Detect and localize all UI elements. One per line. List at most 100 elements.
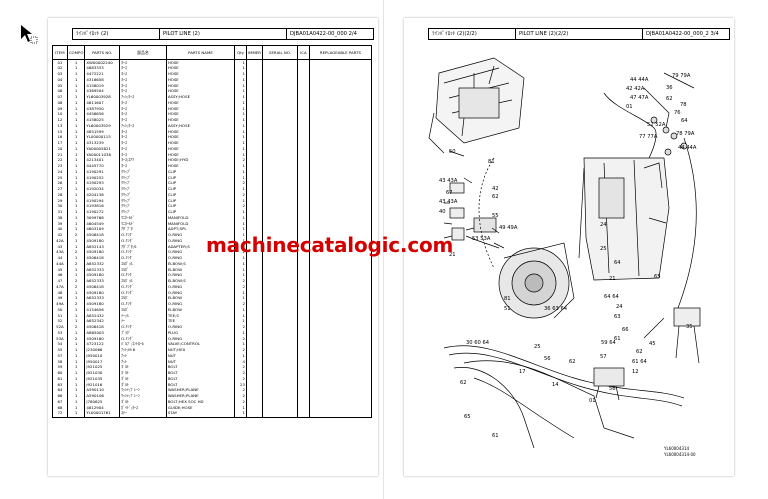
table-cell: ASSY;HOSE <box>165 94 236 101</box>
table-cell: HOSE <box>165 71 236 78</box>
callout: 21 <box>449 252 456 258</box>
table-cell: 48 <box>52 290 68 296</box>
table-cell <box>262 341 298 348</box>
table-cell: 01 <box>52 59 68 66</box>
table-cell <box>308 249 373 256</box>
pilot-line-exploded-diagram: 44 44A 79 79A 42 42A 47 47A 01 36 62 52 … <box>428 57 701 449</box>
table-cell <box>245 272 264 279</box>
table-cell: 1 <box>234 410 247 418</box>
table-cell: O-RING <box>165 301 236 308</box>
table-cell <box>262 157 298 164</box>
table-cell <box>262 318 298 325</box>
table-cell <box>262 370 298 377</box>
table-cell <box>245 278 264 285</box>
callout: 43 43A <box>439 199 458 205</box>
table-cell <box>308 261 373 267</box>
table-cell <box>262 59 298 66</box>
table-cell <box>245 186 264 193</box>
table-cell <box>308 77 373 83</box>
table-cell: 43 <box>52 244 68 250</box>
table-cell: CLIP <box>165 169 236 175</box>
table-cell <box>262 88 298 95</box>
table-cell <box>308 410 373 418</box>
table-cell: 53 <box>52 330 68 336</box>
table-cell: 29 <box>52 198 68 204</box>
table-cell: HOSE <box>165 59 236 66</box>
table-cell <box>308 221 373 227</box>
table-cell: 38 <box>52 215 68 221</box>
table-cell <box>308 324 373 331</box>
table-cell <box>308 267 373 273</box>
table-cell <box>308 290 373 296</box>
callout: 62 <box>492 194 499 200</box>
table-cell <box>245 341 264 348</box>
table-cell <box>308 244 373 250</box>
table-cell <box>262 272 298 279</box>
table-cell <box>262 284 298 290</box>
table-cell <box>308 364 373 371</box>
table-cell: ｽﾃｰ <box>119 410 167 418</box>
table-cell <box>262 192 298 198</box>
table-cell <box>262 313 298 319</box>
callout: 49 49A <box>499 225 518 231</box>
table-cell <box>245 157 264 164</box>
table-cell: BOLT <box>165 364 236 371</box>
callout: 55 <box>492 213 499 219</box>
table-cell <box>262 359 298 365</box>
table-cell <box>262 405 298 411</box>
table-cell <box>245 169 264 175</box>
table-cell <box>245 215 264 221</box>
table-cell <box>308 198 373 204</box>
table-cell <box>308 353 373 359</box>
table-cell <box>245 152 264 158</box>
table-cell: 12 <box>52 117 68 124</box>
table-cell: CLIP <box>165 192 236 198</box>
table-cell: 47A <box>52 284 68 290</box>
table-cell <box>262 123 298 129</box>
table-cell <box>308 387 373 394</box>
table-cell <box>262 244 298 250</box>
table-cell <box>308 284 373 290</box>
table-cell <box>262 295 298 302</box>
table-cell: 04 <box>52 77 68 83</box>
table-cell <box>245 209 264 216</box>
table-cell <box>245 129 264 135</box>
table-cell: ELBOW <box>165 267 236 273</box>
table-cell: 15 <box>52 129 68 135</box>
table-cell <box>245 140 264 147</box>
table-cell <box>308 83 373 89</box>
callout: 44 44A <box>630 77 649 83</box>
table-cell: 52 <box>52 318 68 325</box>
table-cell <box>262 221 298 227</box>
callout: 76 <box>674 110 681 116</box>
table-cell <box>262 163 298 170</box>
table-cell: HOSE <box>165 163 236 170</box>
footer-code-2: YL60004314-00 <box>664 452 696 457</box>
callout: 36 <box>666 85 673 91</box>
callout: 40 <box>439 209 446 215</box>
table-cell <box>245 65 264 72</box>
table-cell <box>262 364 298 371</box>
callout: 45 <box>649 341 656 347</box>
callout: 12 <box>632 369 639 375</box>
callout: 64 <box>681 118 688 124</box>
callout: 61 64 <box>632 359 648 365</box>
table-cell: 40 <box>52 226 68 233</box>
table-cell <box>262 238 298 244</box>
